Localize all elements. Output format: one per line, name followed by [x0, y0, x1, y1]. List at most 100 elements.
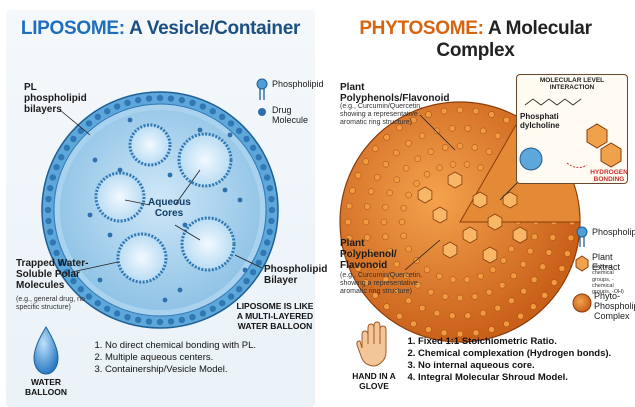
label-trapped-molecules: Trapped Water-Soluble Polar Molecules [16, 258, 102, 291]
phospholipid-head [268, 218, 274, 224]
phytosome-point: Fixed 1:1 Stoichiometric Ratio. [418, 336, 631, 348]
plant-extract-hexagon [463, 227, 477, 243]
phospholipid-bead [406, 140, 412, 146]
phytosome-point: No internal aqueous core. [418, 360, 631, 372]
phospholipid-bead [387, 190, 393, 196]
phospholipid-head [256, 154, 262, 160]
phospholipid-bead [442, 144, 448, 150]
phospholipid-bead [450, 161, 456, 167]
phospholipid-bead [532, 234, 538, 240]
phospholipid-head [168, 318, 174, 324]
drug-molecule [183, 223, 188, 228]
phospholipid-bead [384, 304, 390, 310]
water-balloon-caption: WATER BALLOON [24, 378, 68, 398]
phospholipid-bead [568, 235, 574, 241]
liposome-point: Multiple aqueous centers. [105, 352, 312, 364]
phospholipid-head [146, 318, 152, 324]
phospholipid-bead [350, 187, 356, 193]
phospholipid-bead [480, 128, 486, 134]
phospholipid-bead [518, 313, 524, 319]
phospholipid-legend-icon [257, 79, 267, 100]
phospholipid-bead [428, 149, 434, 155]
phospholipid-head [78, 128, 84, 134]
phospholipid-bead [559, 266, 565, 272]
phospholipid-bead [434, 310, 440, 316]
drug-molecule [178, 288, 183, 293]
phospholipid-head [157, 319, 163, 325]
phospholipid-bead [457, 143, 463, 149]
aqueous-core [118, 234, 166, 282]
phospholipid-bead [401, 205, 407, 211]
label-pl-bilayers: PL phospholipid bilayers [24, 82, 84, 115]
phospholipid-bead [406, 298, 412, 304]
phospholipid-bead [480, 310, 486, 316]
hand-glove-icon [357, 322, 386, 366]
phospholipid-bead [363, 158, 369, 164]
label-hydrogen-bonding: HYDROGEN BONDING [589, 169, 629, 183]
phospholipid-bead [355, 172, 361, 178]
phospholipid-head [53, 164, 59, 170]
phospholipid-head [243, 278, 249, 284]
drug-molecule [243, 268, 248, 273]
label-plant-top-example: (e.g., Curcumin/Quercetin, showing a rep… [340, 103, 440, 127]
phospholipid-head [45, 196, 51, 202]
phospholipid-bead [472, 144, 478, 150]
phospholipid-bead [473, 108, 479, 114]
phospholipid-head [53, 250, 59, 256]
phospholipid-head [114, 103, 120, 109]
liposome-key-points: No direct chemical bonding with PL. Mult… [92, 340, 312, 376]
phospholipid-bead [540, 264, 546, 270]
phospholipid-head [135, 317, 141, 323]
phospholipid-bead [489, 112, 495, 118]
label-plant-polyphenols-top: Plant Polyphenols/Flavonoid [340, 82, 450, 104]
phospholipid-head [264, 239, 270, 245]
phospholipid-bead [374, 174, 380, 180]
phospholipid-head [200, 310, 206, 316]
phospholipid-head [228, 120, 234, 126]
phospholipid-bead [464, 161, 470, 167]
phospholipid-bead [419, 305, 425, 311]
phospholipid-bead [441, 108, 447, 114]
drug-molecule [88, 213, 93, 218]
phospholipid-bead [457, 295, 463, 301]
phospholipid-head [179, 317, 185, 323]
analogy-statement: LIPOSOME IS LIKE A MULTI-LAYERED WATER B… [236, 302, 314, 331]
phospholipid-head [250, 269, 256, 275]
phospholipid-head [47, 185, 53, 191]
aqueous-core [130, 125, 170, 165]
phospholipid-head [146, 95, 152, 101]
molecular-interaction-inset: MOLECULAR LEVEL INTERACTION Phosphati dy… [516, 74, 628, 184]
phospholipid-head [236, 286, 242, 292]
phospholipid-bead [419, 133, 425, 139]
phyto-complex-legend-icon [573, 294, 591, 312]
phospholipid-head [86, 120, 92, 126]
phospholipid-bead [403, 165, 409, 171]
phospholipid-head [264, 174, 270, 180]
phospholipid-bead [396, 313, 402, 319]
phospholipid-bead [368, 188, 374, 194]
phospholipid-bead [442, 294, 448, 300]
phospholipid-head [228, 293, 234, 299]
phospholipid-bead [473, 330, 479, 336]
phospholipid-head [45, 207, 51, 213]
drug-molecule [238, 198, 243, 203]
label-trapped-example: (e.g., general drug, no specific structu… [16, 296, 106, 312]
phospholipid-bead [486, 149, 492, 155]
drug-molecule-legend-icon [258, 108, 266, 116]
phospholipid-bead [521, 288, 527, 294]
phospholipid-head [243, 136, 249, 142]
phospholipid-bead [489, 326, 495, 332]
phospholipid-bead [478, 273, 484, 279]
plant-extract-hexagon [483, 247, 497, 263]
plant-extract-hexagon [448, 172, 462, 188]
phospholipid-bead [364, 204, 370, 210]
liposome-point: Containership/Vesicle Model. [105, 364, 312, 376]
phospholipid-bead [457, 107, 463, 113]
drug-molecule [93, 158, 98, 163]
phospholipid-head [70, 136, 76, 142]
phospholipid-head [179, 97, 185, 103]
phospholipid-head [64, 145, 70, 151]
hand-glove-caption: HAND IN A GLOVE [352, 372, 396, 392]
phospholipid-bead [464, 277, 470, 283]
phospholipid-head [95, 114, 101, 120]
